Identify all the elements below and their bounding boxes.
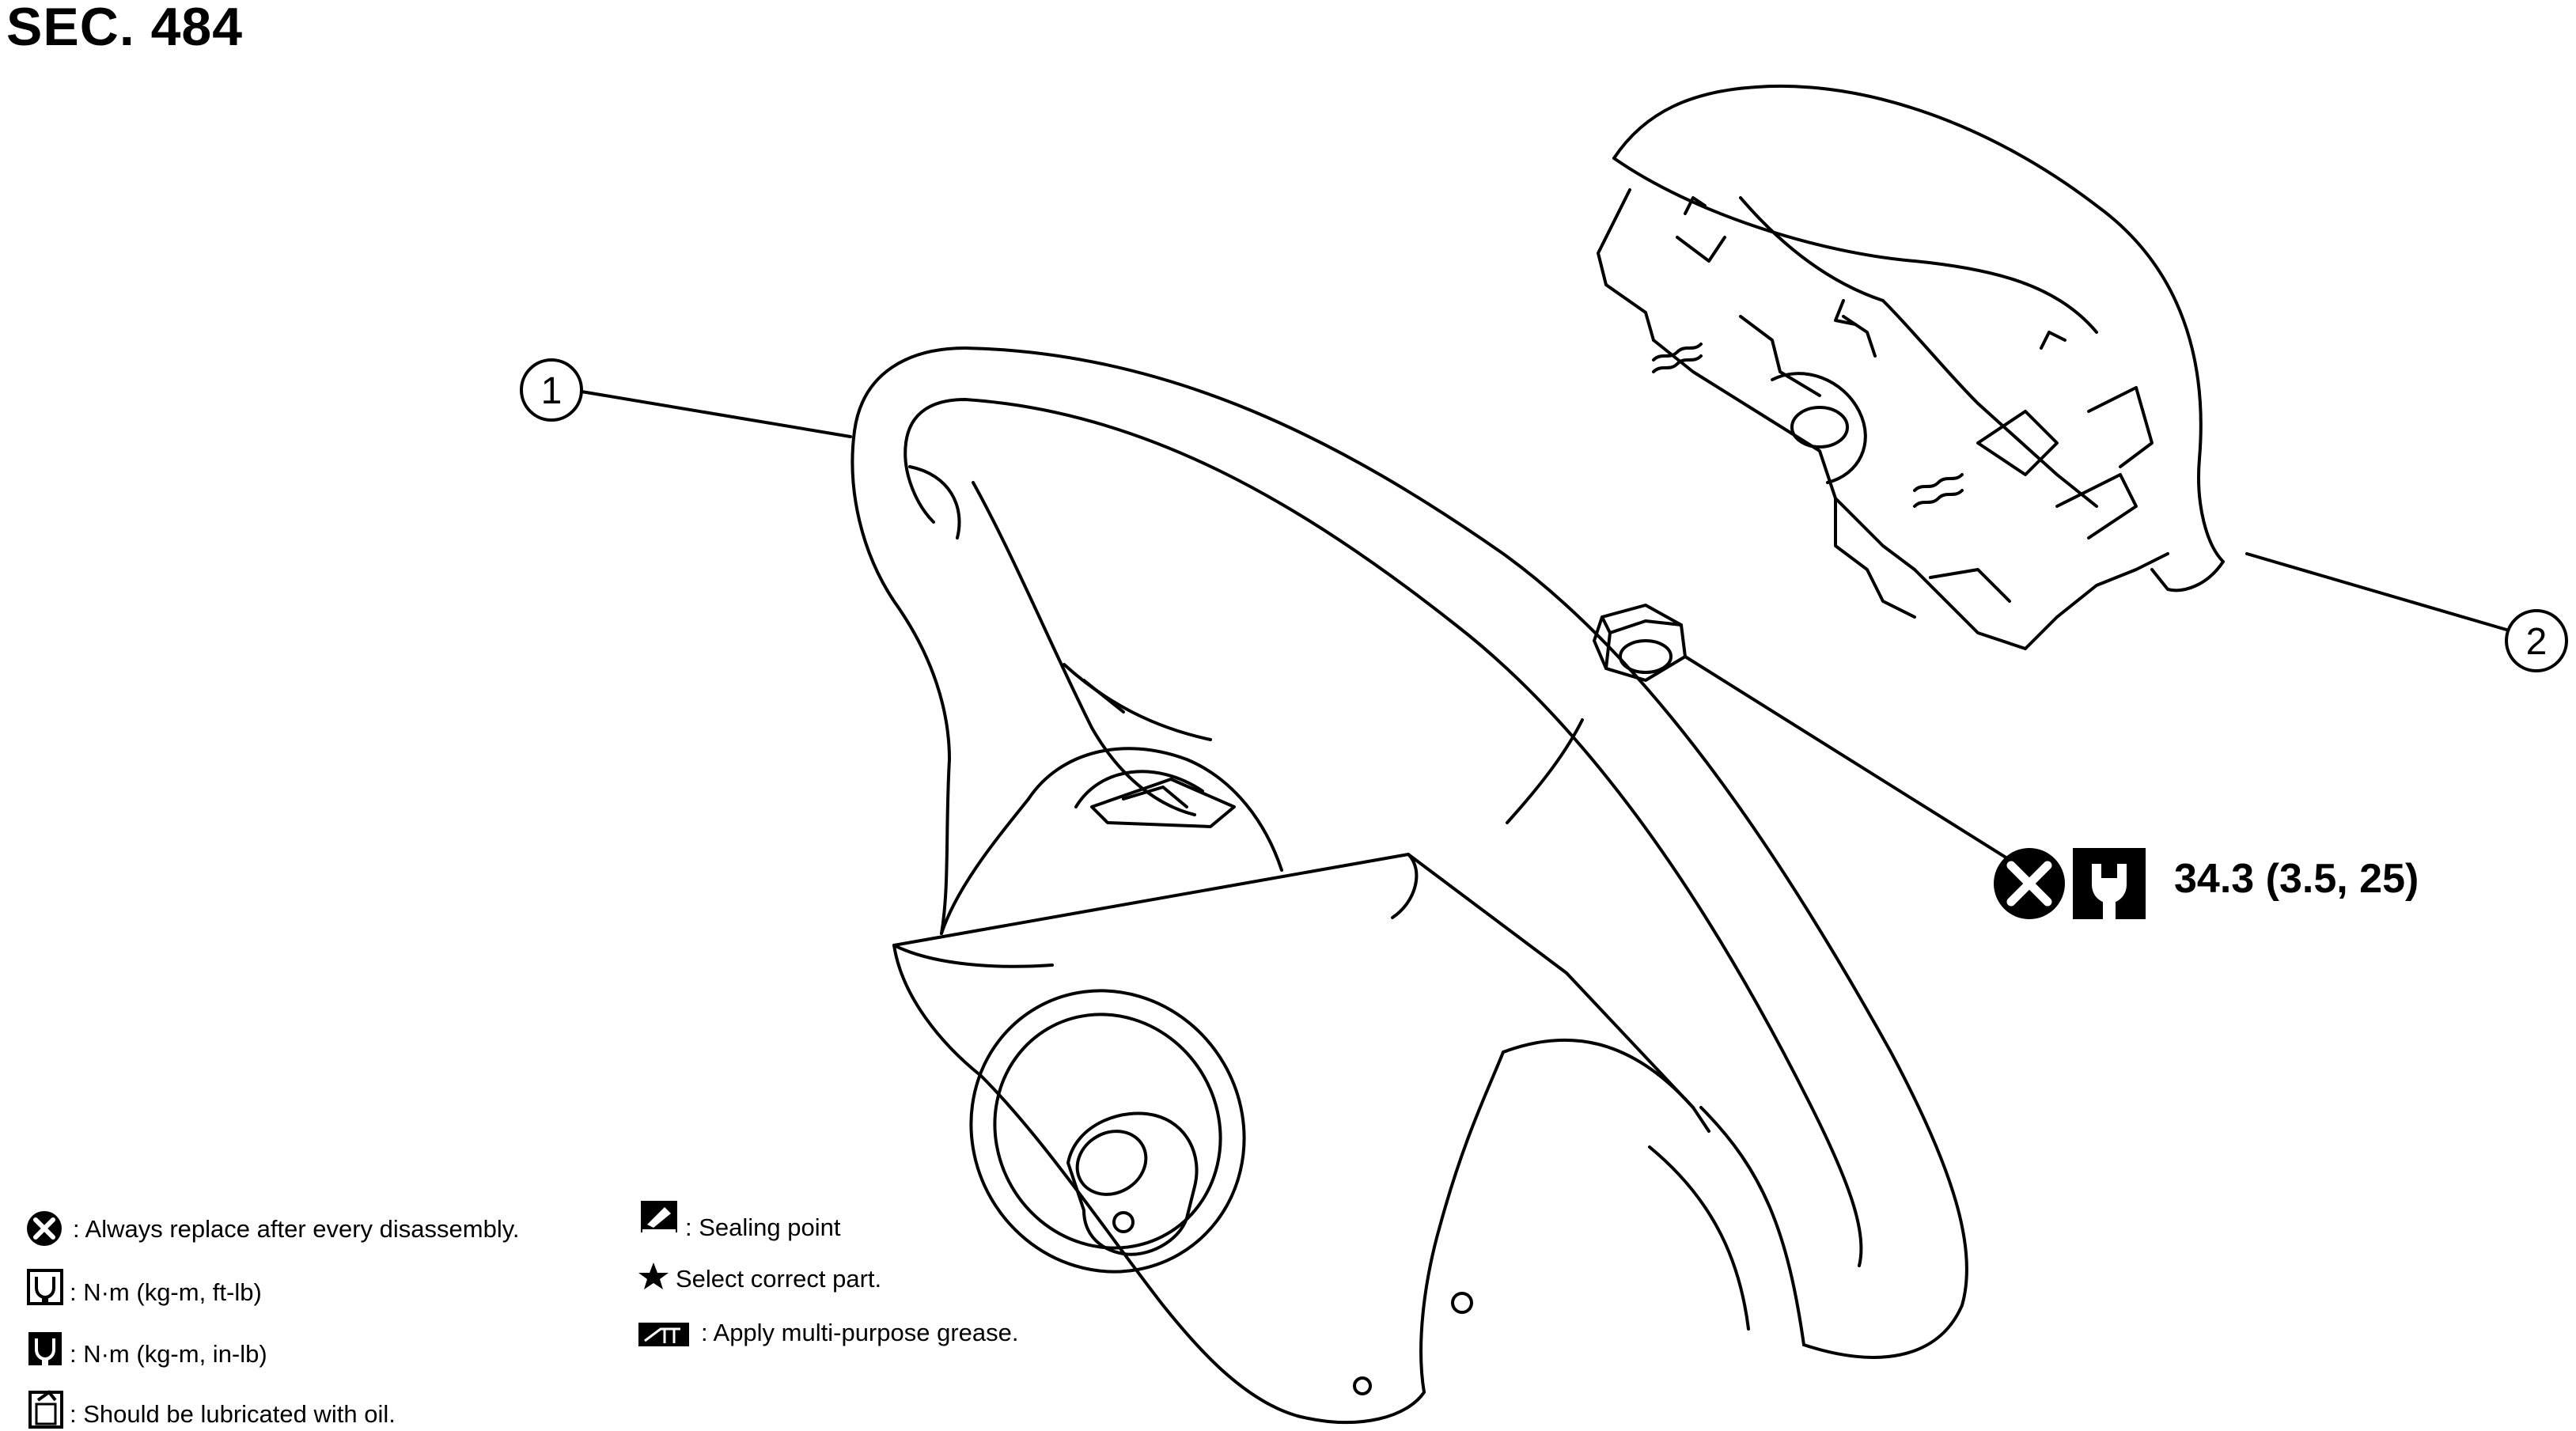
torque-spec: 34.3 (3.5, 25) — [2174, 856, 2419, 902]
legend-wrench-ft-lb-icon — [27, 1269, 63, 1305]
legend-sealing-point: : Sealing point — [685, 1213, 841, 1241]
always-replace-icon — [1994, 848, 2065, 919]
legend-lubricate-oil: : Should be lubricated with oil. — [70, 1400, 396, 1428]
legend-oil-can-icon — [28, 1390, 63, 1429]
leader-line-2 — [2245, 552, 2508, 631]
legend-replace-icon — [27, 1211, 62, 1246]
legend-nm-in-lb: : N·m (kg-m, in-lb) — [70, 1340, 267, 1368]
section-title: SEC. 484 — [6, 0, 244, 57]
callout-1: 1 — [520, 358, 583, 422]
callout-1-label: 1 — [541, 370, 563, 412]
legend-sealing-point-icon — [641, 1201, 677, 1232]
leader-line-nut — [1684, 655, 2015, 864]
legend-wrench-in-lb-icon — [28, 1332, 62, 1365]
air-bag-module — [1597, 84, 2225, 650]
callout-2: 2 — [2505, 609, 2568, 672]
wrench-ft-lb-icon — [2073, 848, 2146, 919]
callout-2-label: 2 — [2526, 621, 2548, 663]
leader-line-1 — [580, 390, 852, 438]
legend-apply-grease: : Apply multi-purpose grease. — [701, 1319, 1019, 1346]
legend-select-part: Select correct part. — [676, 1265, 882, 1293]
legend-nm-ft-lb: : N·m (kg-m, ft-lb) — [70, 1278, 262, 1306]
steering-wheel-hub — [892, 481, 1710, 1425]
legend-always-replace: : Always replace after every disassembly… — [73, 1215, 520, 1243]
steering-nut — [1593, 604, 1687, 682]
steering-wheel-rim — [850, 346, 1968, 1359]
legend-star-icon — [638, 1263, 669, 1289]
legend-grease-icon — [638, 1323, 689, 1346]
